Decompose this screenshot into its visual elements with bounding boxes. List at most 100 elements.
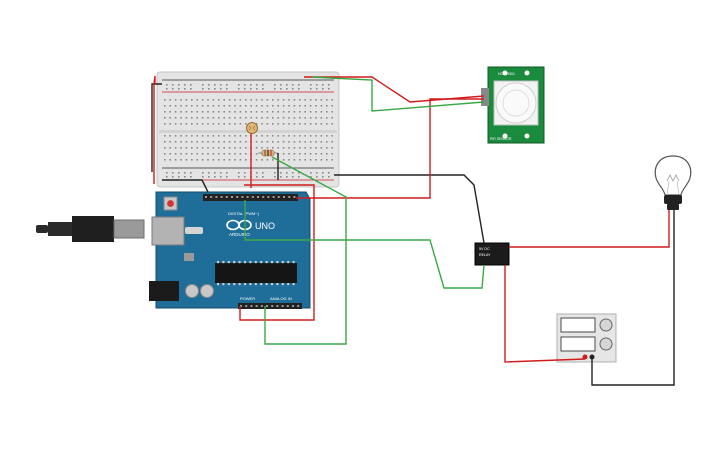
breadboard-hole: [299, 147, 301, 149]
breadboard-hole: [256, 176, 258, 178]
breadboard-hole: [180, 147, 182, 149]
breadboard-hole: [277, 123, 279, 125]
breadboard-hole: [272, 123, 274, 125]
breadboard-hole: [220, 88, 222, 90]
breadboard-hole: [331, 147, 333, 149]
breadboard-hole: [169, 123, 171, 125]
wire-black[interactable]: [334, 174, 485, 244]
breadboard-hole: [218, 123, 220, 125]
breadboard-hole: [320, 111, 323, 113]
breadboard-hole: [212, 141, 215, 143]
wire-green[interactable]: [311, 76, 485, 112]
breadboard-hole: [261, 99, 263, 101]
power-supply[interactable]: [556, 313, 617, 363]
breadboard-hole: [218, 105, 220, 107]
breadboard-hole: [320, 117, 323, 119]
breadboard-hole: [212, 159, 215, 161]
breadboard-hole: [174, 147, 177, 149]
psu-knob-current-icon[interactable]: [599, 337, 613, 351]
chip-pin: [227, 283, 230, 286]
breadboard-hole: [316, 176, 318, 178]
breadboard-hole: [207, 153, 209, 155]
breadboard-hole: [310, 88, 312, 90]
header-pin: [286, 305, 289, 307]
header-pin: [267, 196, 270, 198]
relay-module[interactable]: 5V DC RELAY: [474, 242, 510, 266]
breadboard-hole: [326, 111, 328, 113]
breadboard-hole: [234, 105, 236, 107]
breadboard-hole: [207, 141, 209, 143]
wire-red[interactable]: [296, 98, 484, 199]
breadboard-hole: [274, 172, 276, 174]
breadboard-hole: [202, 172, 204, 174]
wire-black[interactable]: [162, 179, 209, 193]
breadboard-hole: [272, 105, 274, 107]
breadboard-hole: [208, 172, 210, 174]
header-pin: [236, 196, 239, 198]
pir-pins: [481, 88, 489, 106]
breadboard-hole: [239, 135, 242, 137]
pir-label-top: HC-SR501: [498, 72, 515, 76]
chip-pin: [276, 283, 279, 286]
breadboard-hole: [266, 117, 269, 119]
breadboard-hole: [180, 141, 182, 143]
breadboard-hole: [320, 153, 323, 155]
wire-red[interactable]: [504, 265, 586, 363]
wire-red[interactable]: [153, 75, 156, 184]
breadboard-hole: [214, 172, 216, 174]
breadboard-hole: [315, 99, 317, 101]
breadboard-hole: [207, 159, 209, 161]
breadboard-hole: [282, 159, 285, 161]
photoresistor-icon: [246, 122, 258, 134]
chip-pin: [287, 283, 290, 286]
breadboard-hole: [201, 141, 204, 143]
breadboard-hole: [169, 159, 171, 161]
arduino-capacitor-icon: [200, 284, 214, 298]
breadboard-hole: [322, 176, 324, 178]
wire-green[interactable]: [244, 200, 485, 289]
chip-pin: [222, 261, 225, 264]
breadboard-hole: [166, 172, 168, 174]
photoresistor[interactable]: [246, 122, 258, 189]
chip-pin: [254, 261, 257, 264]
breadboard-hole: [304, 105, 306, 107]
breadboard-hole: [207, 99, 209, 101]
chip-pin: [238, 283, 241, 286]
wire-black[interactable]: [591, 210, 675, 386]
chip-pin: [222, 283, 225, 286]
breadboard-hole: [202, 88, 204, 90]
arduino-uno[interactable]: ARDUINO UNO DIGITAL (PWM~) POWER ANALOG …: [149, 191, 311, 309]
breadboard-hole: [298, 176, 300, 178]
wire-green[interactable]: [264, 156, 347, 345]
breadboard-hole: [218, 159, 220, 161]
breadboard-hole: [234, 135, 236, 137]
pir-sensor[interactable]: HC-SR501 PIR SENSOR: [481, 66, 545, 144]
psu-terminal-negative[interactable]: [589, 354, 595, 360]
breadboard-hole: [223, 99, 225, 101]
psu-terminal-positive[interactable]: [582, 354, 588, 360]
breadboard-hole: [322, 88, 324, 90]
usb-cable[interactable]: [36, 216, 145, 242]
wire-black[interactable]: [151, 83, 162, 172]
breadboard-hole: [184, 88, 186, 90]
breadboard-hole: [226, 84, 228, 86]
resistor[interactable]: [258, 149, 278, 157]
psu-knob-voltage-icon[interactable]: [599, 318, 613, 332]
wire-red[interactable]: [509, 210, 670, 248]
breadboard-hole: [316, 172, 318, 174]
breadboard-hole: [288, 153, 290, 155]
breadboard-hole: [223, 153, 225, 155]
arduino-header-pins: [205, 196, 300, 307]
light-bulb[interactable]: [654, 155, 692, 210]
wire-red[interactable]: [239, 184, 315, 321]
usb-plug-metal: [113, 219, 145, 239]
breadboard-hole: [256, 84, 258, 86]
chip-pin: [292, 283, 295, 286]
relay-body: [474, 242, 510, 266]
breadboard-hole: [196, 111, 198, 113]
breadboard-hole: [299, 117, 301, 119]
breadboard-hole: [164, 141, 166, 143]
breadboard-hole: [164, 123, 166, 125]
breadboard-hole: [185, 105, 188, 107]
breadboard-hole: [331, 123, 333, 125]
